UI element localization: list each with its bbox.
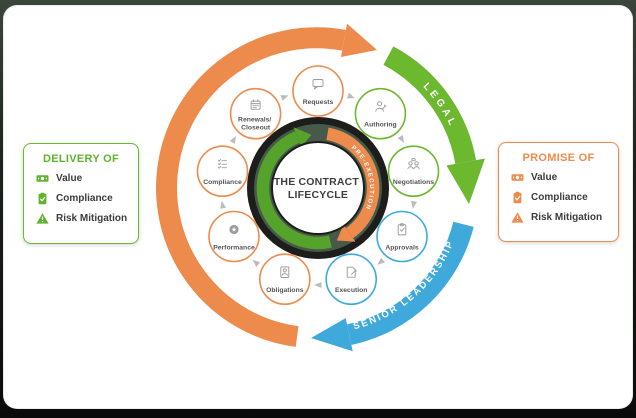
stage-label: Obligations [266,287,304,294]
all-departments-arc [156,23,377,347]
senior-leadership-arc [311,221,474,352]
connector-arrow-icon [280,95,289,101]
discussion-icon [407,158,420,170]
panel-title: DELIVERY OF [42,153,120,165]
arrowhead-down-icon [446,158,485,204]
stage-label: Negotiations [393,179,434,186]
warning-triangle-icon [511,211,524,224]
panel-item-value: Value [36,172,138,185]
arrowhead-left-icon [311,318,353,352]
stage-label: Approvals [385,245,418,252]
connector-arrow-icon [377,257,386,265]
stage-label: Execution [335,287,367,294]
delivery-of-panel: DELIVERY OF Value Compliance Risk Mitiga… [23,143,139,244]
calendar-icon [250,99,261,110]
stage-label: Performance [213,245,255,252]
stage-label: Requests [303,99,334,106]
panel-title: PROMISE OF [522,152,595,164]
clipboard-check-icon [511,191,524,204]
panel-item-compliance: Compliance [36,192,138,205]
center-title: THE CONTRACT LIFECYCLE [274,176,362,201]
panel-item-compliance: Compliance [511,191,618,204]
panel-item-label: Value [531,172,558,183]
chat-bubble-icon [312,79,324,90]
document-person-icon [280,266,290,278]
clipboard-check-icon [397,223,407,236]
post-execution-arrow [256,127,332,250]
money-icon [36,172,49,185]
connector-arrow-icon [252,259,261,267]
stage-connectors [220,92,418,288]
stage-renewals-closeout: Renewals/ Closeout [229,87,282,140]
panel-item-label: Risk Mitigation [531,212,603,223]
stage-requests: Requests [292,65,344,117]
stage-compliance: Compliance [196,145,249,197]
panel-item-risk-mitigation: Risk Mitigation [511,211,618,224]
warning-triangle-icon [36,212,49,225]
stage-label: Renewals/ Closeout [238,117,273,132]
connector-arrow-icon [346,92,355,99]
arrowhead-right-icon [341,23,377,58]
stage-execution: Execution [325,253,378,306]
connector-arrow-icon [229,136,236,145]
connector-arrow-icon [220,200,227,209]
panel-item-label: Risk Mitigation [56,213,128,224]
panel-item-label: Value [56,173,83,184]
panel-item-label: Compliance [56,193,113,204]
money-icon [511,171,524,184]
clipboard-check-icon [36,192,49,205]
connector-arrow-icon [314,282,322,288]
stage-negotiations: Negotiations [387,145,440,197]
pre-execution-arrow [326,127,380,242]
stage-label: Authoring [364,122,396,129]
stage-approvals: Approvals [376,210,428,263]
checklist-icon [217,159,227,169]
stage-label: Compliance [203,179,242,186]
center-ring: PRE-EXECUTION POST-EXECUTION THE CONTRAC… [247,117,389,259]
stage-authoring: Authoring [354,87,407,140]
panel-item-value: Value [511,171,618,184]
panel-item-label: Compliance [531,192,588,203]
stage-performance: Performance [208,210,260,263]
stage-obligations: Obligations [258,253,311,306]
promise-of-panel: PROMISE OF Value Compliance Risk Mitigat… [498,142,619,242]
badge-star-icon [229,224,239,235]
document-pen-icon [346,266,357,278]
panel-item-risk-mitigation: Risk Mitigation [36,212,138,225]
person-writing-icon [375,101,387,112]
connector-arrow-icon [397,134,404,143]
connector-arrow-icon [411,200,418,209]
legal-arc [383,46,485,204]
